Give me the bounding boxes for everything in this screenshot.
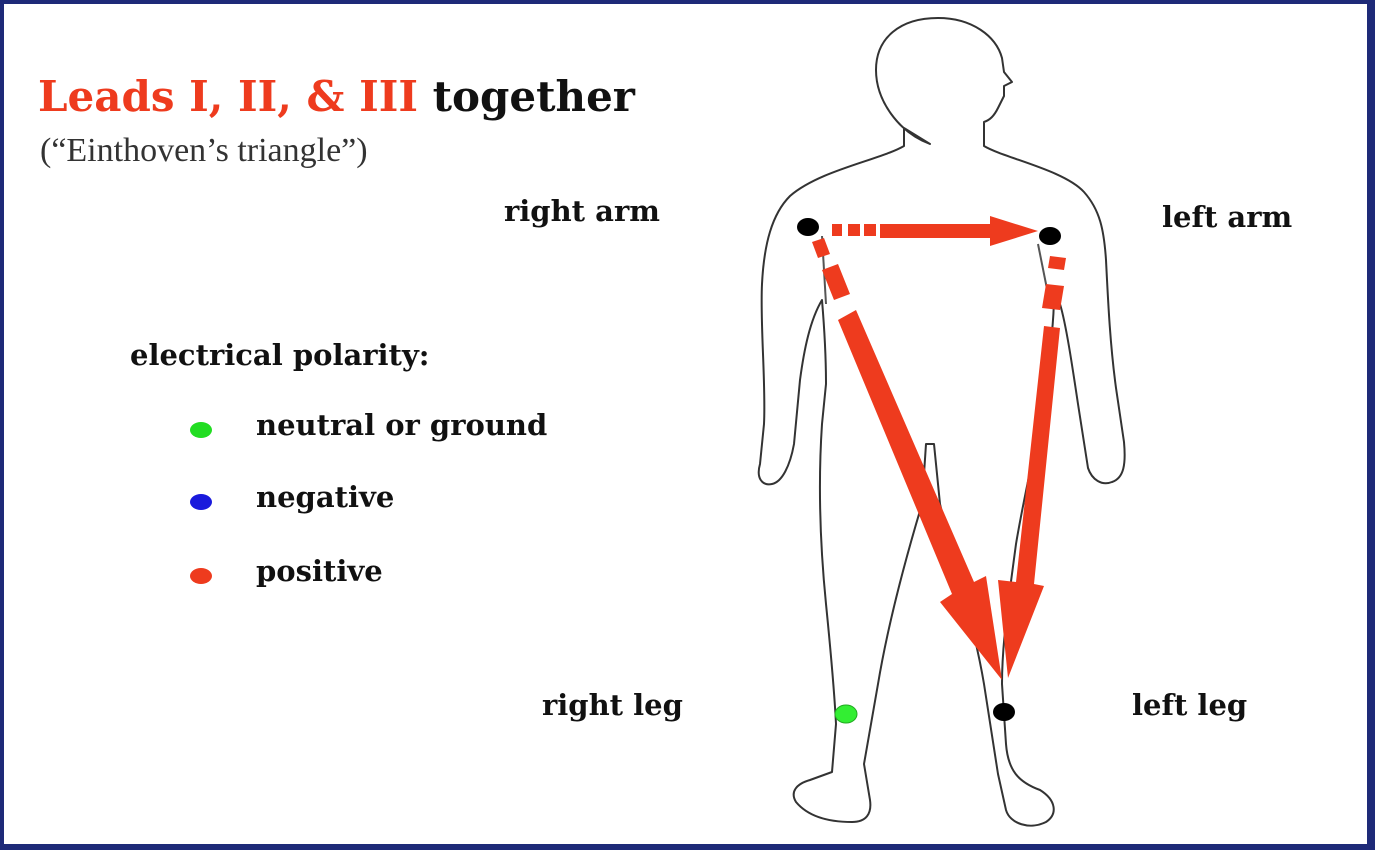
legend-label: negative [256, 480, 395, 514]
lead-iii-arrow [998, 256, 1066, 678]
green-dot-icon [190, 422, 212, 438]
title-highlight: Leads I, II, & III [38, 72, 419, 121]
label-right-arm: right arm [504, 194, 660, 228]
lead-iii-dash [1048, 256, 1066, 270]
lead-i-dash [832, 224, 842, 236]
legend-label: neutral or ground [256, 408, 548, 442]
slide-title: Leads I, II, & III together [38, 70, 635, 124]
legend-label: positive [256, 554, 383, 588]
left-leg-electrode [993, 703, 1015, 721]
lead-i-arrow-shaft [880, 216, 1038, 246]
lead-ii-arrow-shaft [838, 310, 1002, 680]
right-arm-electrode [797, 218, 819, 236]
lead-i-dash [848, 224, 860, 236]
lead-ii-dash [812, 238, 830, 258]
legend-title: electrical polarity: [130, 338, 430, 372]
lead-iii-arrow-shaft [998, 326, 1060, 678]
slide: Leads I, II, & III together (“Einthoven’… [4, 4, 1367, 844]
lead-ii-dash [822, 264, 850, 300]
label-right-leg: right leg [542, 688, 683, 722]
slide-subtitle: (“Einthoven’s triangle”) [40, 132, 368, 169]
left-arm-electrode [1039, 227, 1061, 245]
red-dot-icon [190, 568, 212, 584]
label-left-arm: left arm [1162, 200, 1293, 234]
lead-iii-dash [1042, 284, 1064, 310]
body-outline [757, 17, 1126, 827]
blue-dot-icon [190, 494, 212, 510]
lead-i-dash [864, 224, 876, 236]
lead-ii-arrow [812, 238, 1002, 680]
einthoven-diagram [757, 17, 1126, 827]
label-left-leg: left leg [1132, 688, 1248, 722]
lead-i-arrow [832, 216, 1038, 246]
title-rest: together [418, 72, 635, 121]
right-leg-ground-electrode [834, 704, 858, 724]
